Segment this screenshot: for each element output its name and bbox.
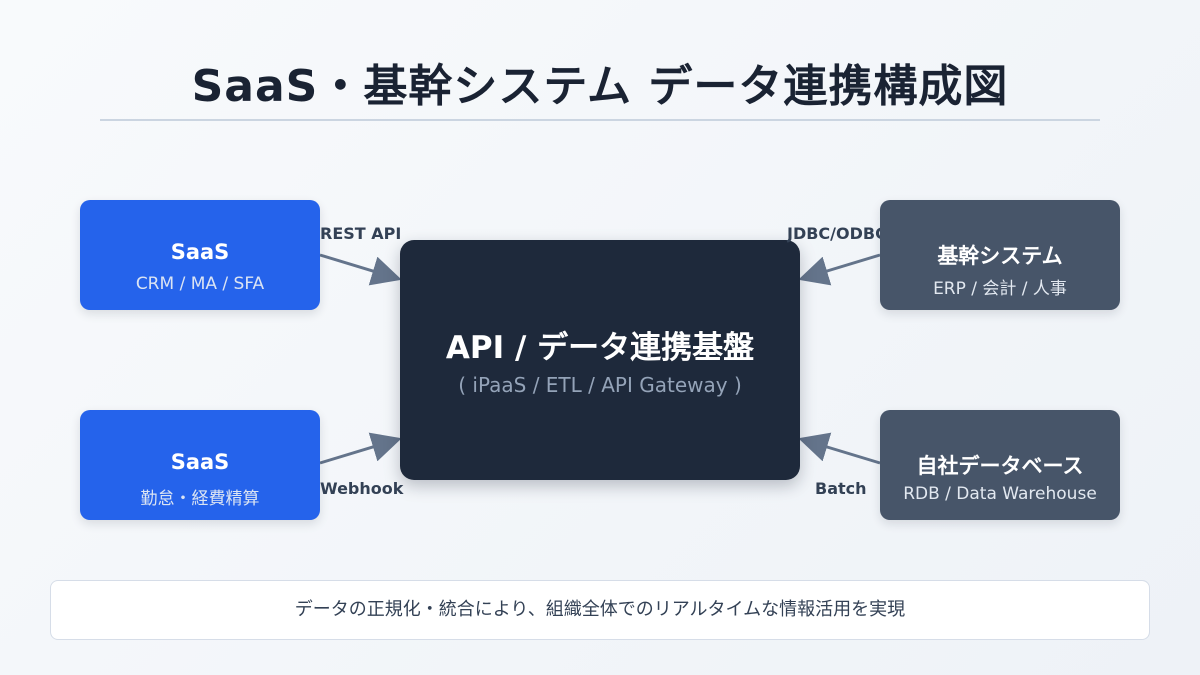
node-saas-crm: SaaS CRM / MA / SFA: [80, 200, 320, 310]
arrow-saas-hr-to-hub: [319, 432, 402, 465]
hub-sub: ( iPaaS / ETL / API Gateway ): [458, 373, 742, 397]
arrow-erp-to-hub: [798, 253, 881, 286]
node-saas-hr: SaaS 勤怠・経費精算: [80, 410, 320, 520]
node-saas-hr-sub: 勤怠・経費精算: [140, 489, 260, 509]
node-saas-crm-name: SaaS: [170, 240, 230, 264]
node-core-erp: 基幹システム ERP / 会計 / 人事: [880, 200, 1120, 310]
edge-label-webhook: Webhook: [320, 479, 404, 498]
arrow-saas-crm-to-hub: [319, 253, 402, 286]
title-divider: [100, 119, 1100, 121]
page-title: SaaS・基幹システム データ連携構成図: [191, 61, 1009, 112]
hub-name: API / データ連携基盤: [445, 330, 755, 366]
node-own-db: 自社データベース RDB / Data Warehouse: [880, 410, 1120, 520]
node-own-db-name: 自社データベース: [916, 454, 1084, 478]
edge-label-rest-api: REST API: [320, 224, 402, 243]
node-core-erp-name: 基幹システム: [937, 244, 1063, 268]
node-own-db-sub: RDB / Data Warehouse: [903, 484, 1097, 504]
edge-label-jdbc-odbc: JDBC/ODBC: [787, 224, 880, 243]
integration-hub: API / データ連携基盤 ( iPaaS / ETL / API Gatewa…: [400, 240, 800, 480]
footer-note: データの正規化・統合により、組織全体でのリアルタイムな情報活用を実現: [50, 580, 1150, 640]
arrow-db-to-hub: [798, 432, 881, 465]
node-core-erp-sub: ERP / 会計 / 人事: [933, 279, 1067, 299]
edge-label-batch: Batch: [815, 479, 867, 498]
node-saas-hr-name: SaaS: [170, 450, 230, 474]
node-saas-crm-sub: CRM / MA / SFA: [135, 274, 265, 294]
